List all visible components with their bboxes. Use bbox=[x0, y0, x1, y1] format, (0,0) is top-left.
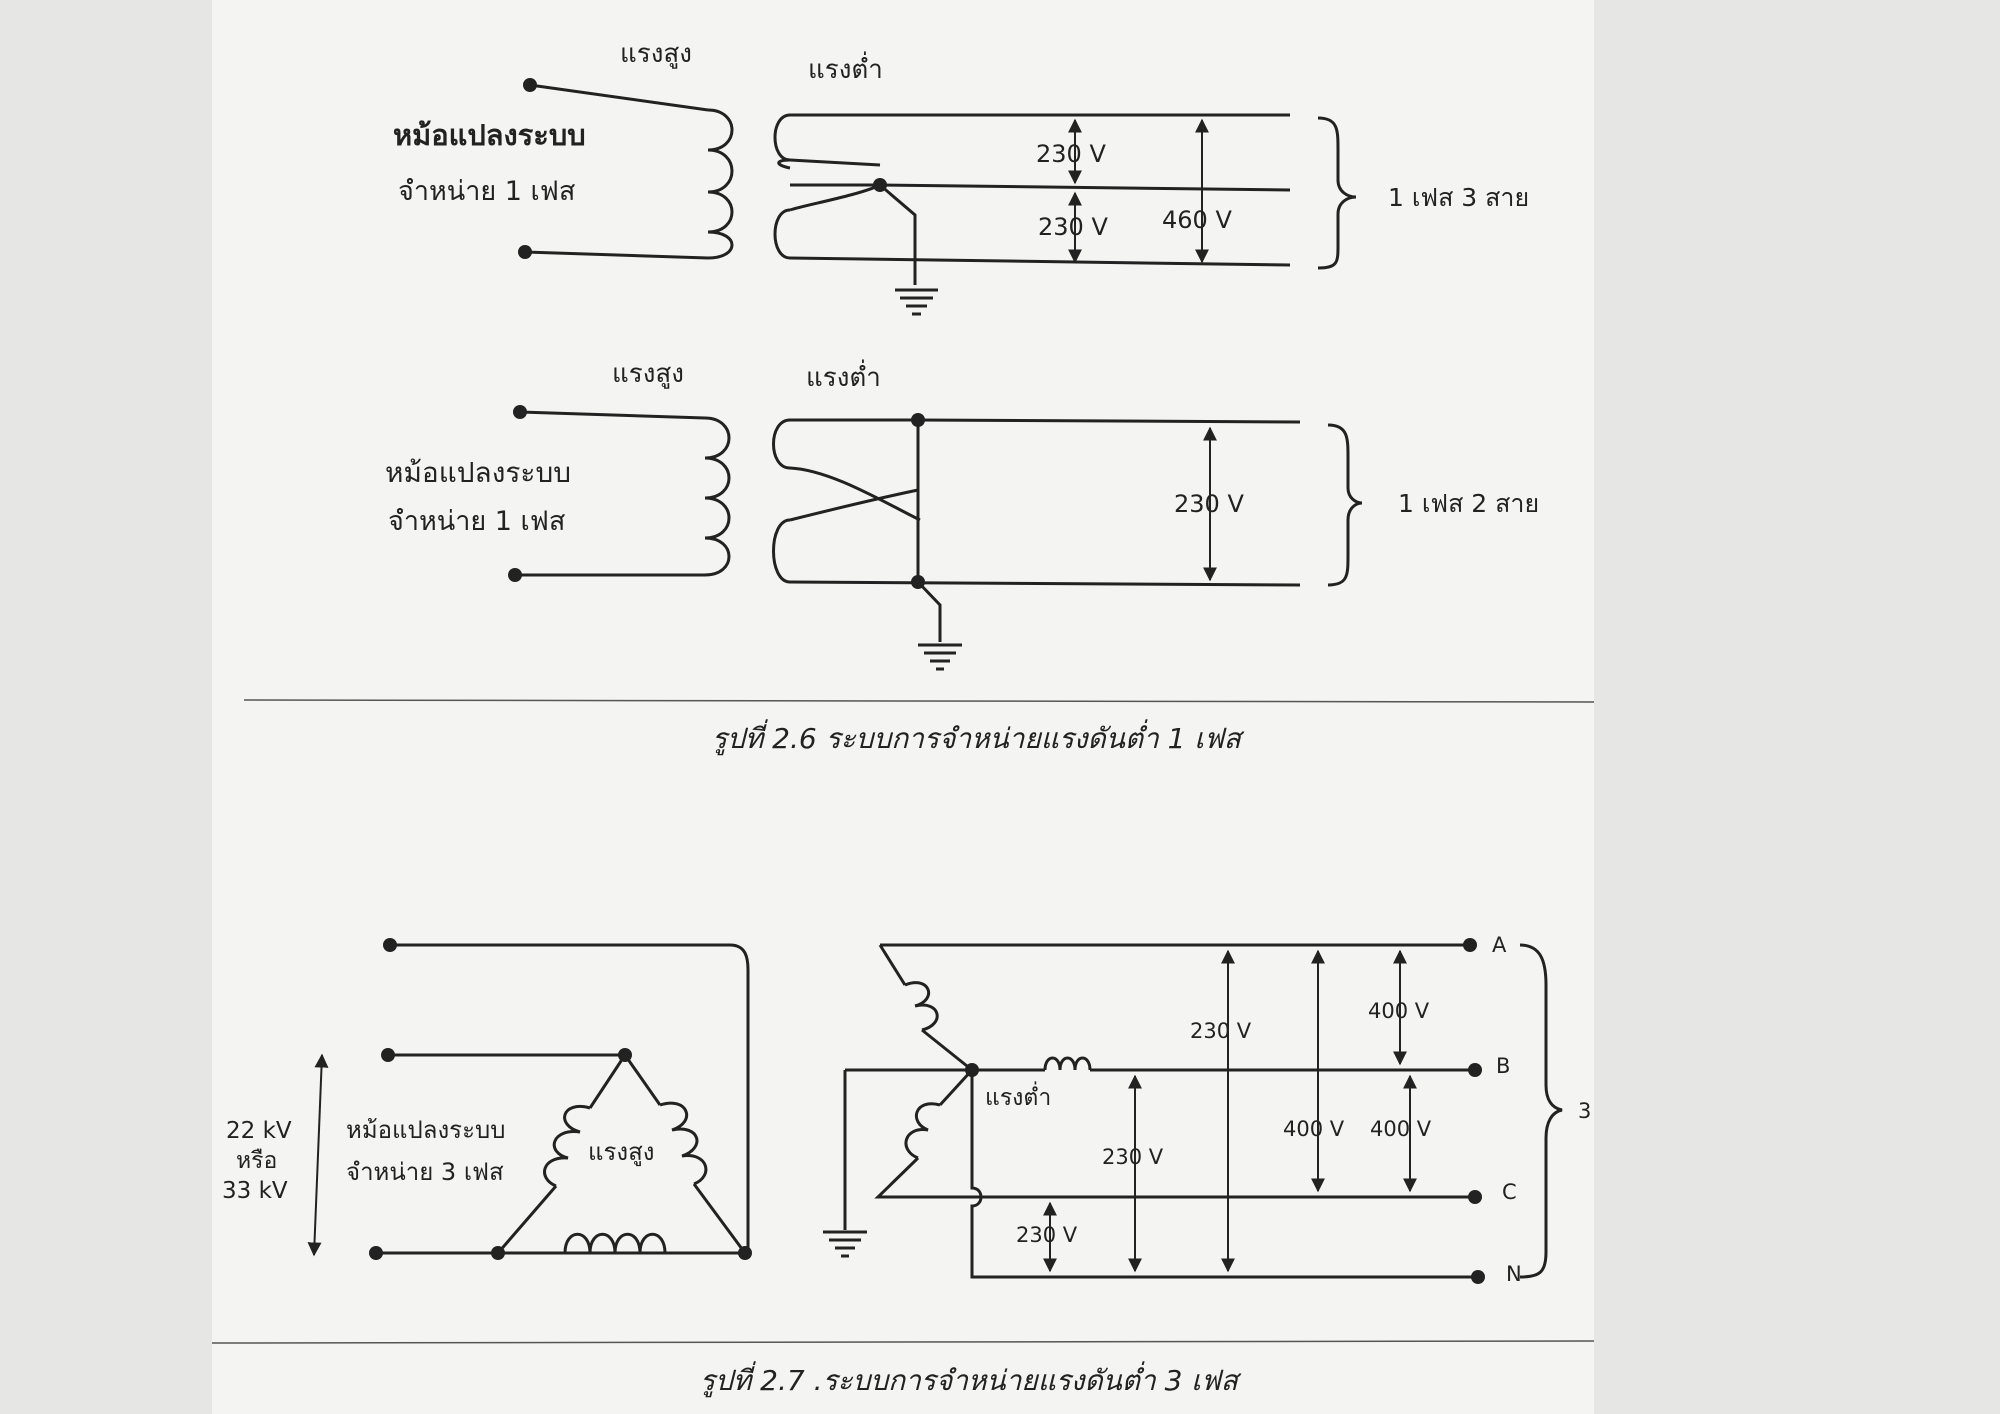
fig27-hv-voltage-line3: 33 kV bbox=[222, 1178, 288, 1204]
fig26-bottom-ground-icon bbox=[918, 643, 962, 671]
terminal-dot bbox=[513, 405, 527, 419]
fig26-top-diagram bbox=[518, 78, 1357, 316]
fig27-v-cn: 230 V bbox=[1016, 1223, 1078, 1247]
fig26-bottom-hv-label: แรงสูง bbox=[612, 359, 684, 389]
fig26-bottom-primary-winding bbox=[508, 405, 731, 582]
fig27-hv-label: แรงสูง bbox=[588, 1138, 654, 1167]
fig26-bottom-secondary-winding bbox=[772, 413, 1301, 642]
neutral-junction-dot bbox=[965, 1063, 979, 1077]
fig27-lv-label: แรงต่ำ bbox=[985, 1081, 1051, 1111]
fig26-bottom-diagram bbox=[508, 405, 1363, 671]
hv-voltage-arrow bbox=[307, 1053, 329, 1257]
fig26-bottom-transformer-line1: หม้อแปลงระบบ bbox=[385, 456, 571, 489]
terminal-dot bbox=[369, 1246, 383, 1260]
terminal-dot bbox=[381, 1048, 395, 1062]
fig27-transformer-line1: หม้อแปลงระบบ bbox=[346, 1116, 505, 1144]
fig27-ground-icon bbox=[823, 1230, 867, 1258]
fig27-v-ab: 400 V bbox=[1368, 999, 1430, 1023]
fig26-top-ground-icon bbox=[895, 288, 938, 316]
fig26-bottom-system-label: 1 เฟส 2 สาย bbox=[1398, 489, 1539, 518]
terminal-dot-c bbox=[1468, 1190, 1482, 1204]
junction-dot bbox=[738, 1246, 752, 1260]
junction-dot bbox=[911, 413, 925, 427]
fig27-v-bn: 230 V bbox=[1102, 1145, 1164, 1169]
system-brace bbox=[1317, 116, 1357, 270]
fig26-top-v-lower: 230 V bbox=[1038, 213, 1108, 241]
fig27-terminal-n: N bbox=[1506, 1262, 1522, 1286]
caption-divider bbox=[211, 1340, 1595, 1344]
fig26-top-v-total: 460 V bbox=[1162, 206, 1232, 234]
junction-dot bbox=[618, 1048, 632, 1062]
paper-page bbox=[212, 0, 1594, 1414]
fig27-terminal-a: A bbox=[1492, 933, 1507, 957]
junction-dot bbox=[911, 575, 925, 589]
fig26-bottom-v-total: 230 V bbox=[1174, 490, 1244, 518]
fig27-terminal-c: C bbox=[1502, 1180, 1517, 1204]
fig27-transformer-line2: จำหน่าย 3 เฟส bbox=[346, 1158, 504, 1186]
terminal-dot-n bbox=[1471, 1270, 1485, 1284]
fig27-system-label-partial: 3 bbox=[1578, 1099, 1591, 1123]
fig26-top-system-label: 1 เฟส 3 สาย bbox=[1388, 183, 1529, 212]
system-brace bbox=[1327, 423, 1363, 587]
terminal-dot bbox=[518, 245, 532, 259]
neutral-junction-dot bbox=[873, 178, 887, 192]
terminal-dot-b bbox=[1468, 1063, 1482, 1077]
fig26-top-primary-winding bbox=[518, 78, 734, 260]
system-brace bbox=[1519, 943, 1563, 1279]
fig27-secondary-wye bbox=[823, 938, 1485, 1284]
terminal-dot bbox=[508, 568, 522, 582]
terminal-dot-a bbox=[1463, 938, 1477, 952]
fig27-terminal-b: B bbox=[1496, 1054, 1510, 1078]
fig26-top-secondary-winding bbox=[773, 113, 1291, 285]
terminal-dot bbox=[523, 78, 537, 92]
fig27-hv-voltage-line2: หรือ bbox=[236, 1148, 277, 1174]
fig26-top-hv-label: แรงสูง bbox=[620, 39, 692, 69]
fig26-bottom-transformer-line2: จำหน่าย 1 เฟส bbox=[388, 506, 565, 537]
fig26-top-transformer-line1: หม้อแปลงระบบ bbox=[393, 118, 586, 152]
fig27-caption: รูปที่ 2.7 .ระบบการจำหน่ายแรงดันต่ำ 3 เฟ… bbox=[700, 1361, 1242, 1398]
fig26-top-lv-label: แรงต่ำ bbox=[808, 51, 883, 85]
fig27-v-ac: 400 V bbox=[1283, 1117, 1345, 1141]
fig27-v-bc: 400 V bbox=[1370, 1117, 1432, 1141]
junction-dot bbox=[491, 1246, 505, 1260]
fig26-bottom-lv-label: แรงต่ำ bbox=[806, 359, 881, 393]
caption-divider bbox=[243, 699, 1595, 703]
fig27-primary-delta bbox=[369, 938, 752, 1260]
fig27-hv-voltage-line1: 22 kV bbox=[226, 1118, 292, 1144]
fig26-top-transformer-line2: จำหน่าย 1 เฟส bbox=[398, 176, 575, 207]
fig26-caption: รูปที่ 2.6 ระบบการจำหน่ายแรงดันต่ำ 1 เฟส bbox=[712, 719, 1245, 756]
fig26-top-v-upper: 230 V bbox=[1036, 140, 1106, 168]
terminal-dot bbox=[383, 938, 397, 952]
fig27-v-an: 230 V bbox=[1190, 1019, 1252, 1043]
